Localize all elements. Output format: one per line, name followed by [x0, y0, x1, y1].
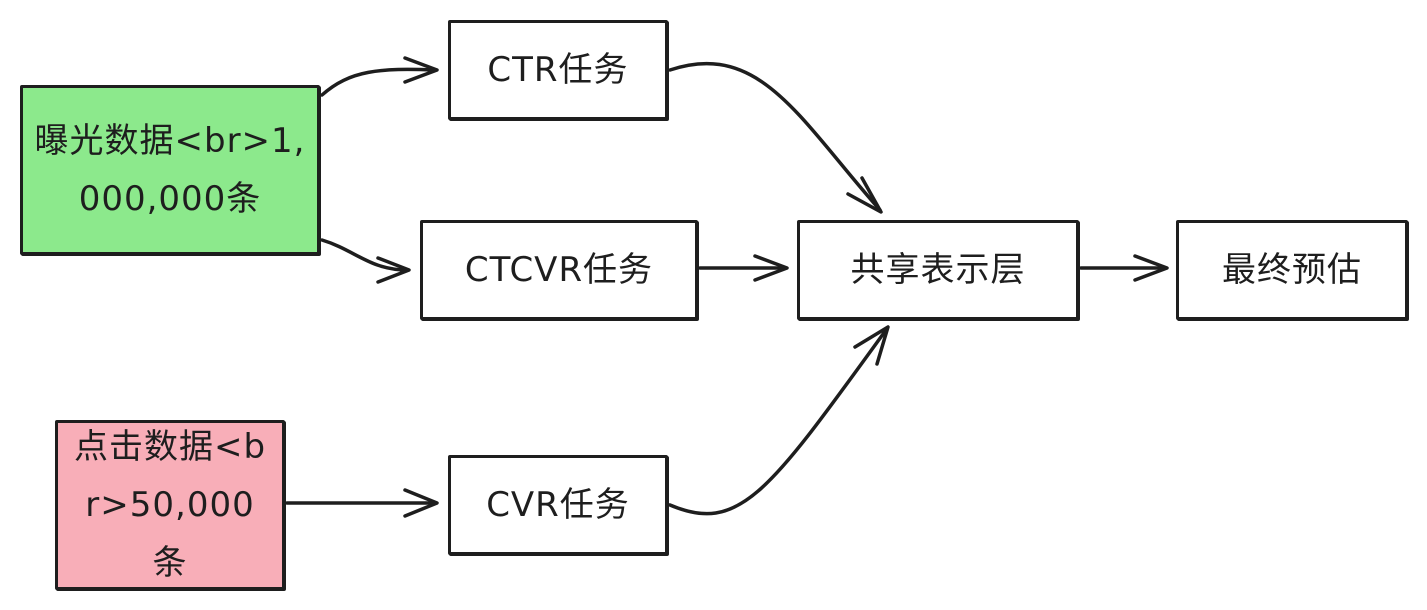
node-click-data: 点击数据<br>50,000条	[55, 420, 285, 590]
node-cvr-label: CVR任务	[486, 485, 630, 525]
node-cvr-task: CVR任务	[448, 455, 668, 555]
node-exposure-label: 曝光数据<br>1,000,000条	[34, 121, 306, 219]
node-shared-label: 共享表示层	[850, 250, 1026, 290]
edge-exposure-to-ctr	[320, 56, 439, 97]
node-ctr-task: CTR任务	[448, 20, 668, 120]
node-ctcvr-task: CTCVR任务	[420, 220, 698, 320]
edge-ctcvr-to-shared	[698, 254, 789, 282]
node-click-label: 点击数据<br>50,000条	[73, 427, 267, 583]
edge-cvr-to-shared	[668, 325, 890, 516]
node-final-prediction: 最终预估	[1176, 220, 1408, 320]
node-ctr-label: CTR任务	[487, 50, 629, 90]
node-final-label: 最终预估	[1222, 250, 1362, 290]
node-ctcvr-label: CTCVR任务	[464, 250, 654, 290]
node-shared-representation: 共享表示层	[797, 220, 1079, 320]
edge-click-to-cvr	[285, 488, 439, 518]
edge-ctr-to-shared	[668, 61, 883, 214]
node-exposure-data: 曝光数据<br>1,000,000条	[20, 85, 320, 255]
edge-shared-to-final	[1079, 254, 1169, 282]
edge-exposure-to-ctcvr	[320, 238, 411, 284]
